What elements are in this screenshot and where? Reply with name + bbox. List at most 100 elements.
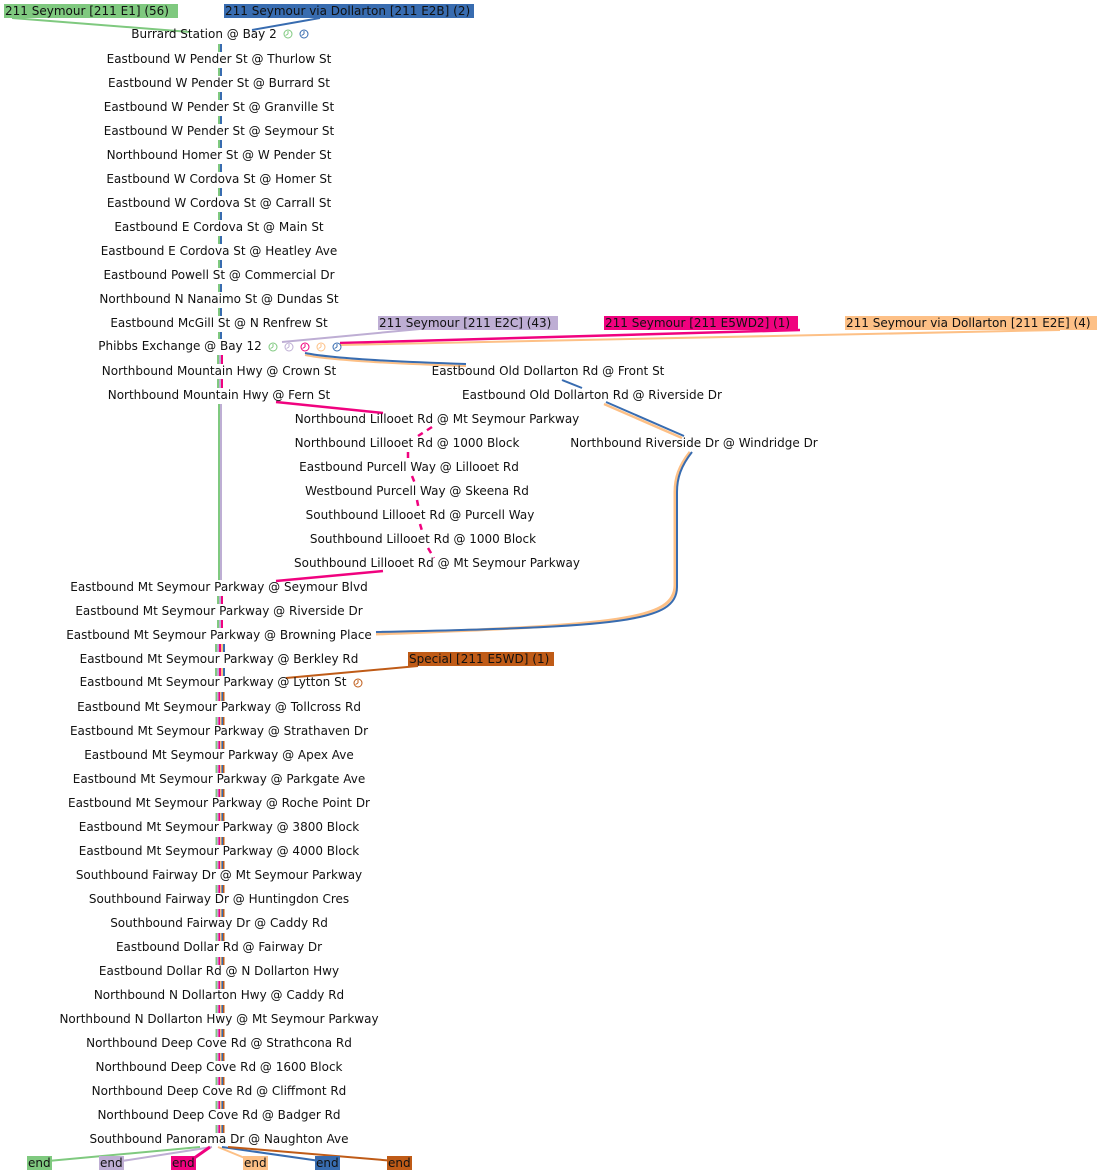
route-segment-e2c — [217, 933, 219, 941]
clock-icon — [284, 342, 294, 352]
route-segment-e5wd — [223, 885, 225, 893]
route-segment-e2b — [221, 1053, 223, 1061]
route-segment-e2c — [219, 596, 221, 604]
route-segment-e5wd — [223, 1101, 225, 1109]
route-segment-e2b — [221, 717, 223, 725]
clock-icon — [316, 342, 326, 352]
route-segment-e2b — [220, 68, 222, 76]
route-segment-e2b — [221, 1125, 223, 1133]
stop-label: Southbound Fairway Dr @ Caddy Rd — [110, 916, 328, 930]
route-segment-e2b — [221, 1029, 223, 1037]
route-segment-e5wd2 — [218, 1005, 220, 1013]
end-badge-e1 — [27, 1156, 52, 1170]
route-segment-e1 — [217, 596, 219, 604]
route-segment-e2c — [219, 379, 221, 388]
stop-label: Eastbound Purcell Way @ Lillooet Rd — [299, 460, 519, 474]
route-segment-e5wd2 — [219, 668, 221, 676]
route-segment-e5wd2 — [218, 765, 220, 773]
route-segment-e5wd2 — [218, 957, 220, 965]
route-segment-e5wd2 — [218, 861, 220, 869]
stop-label: Northbound Homer St @ W Pender St — [107, 148, 332, 162]
stop-label: Northbound N Dollarton Hwy @ Mt Seymour … — [59, 1012, 378, 1026]
route-segment-e1 — [218, 140, 220, 148]
route-segment-e2b — [223, 644, 225, 652]
connector-e2b — [605, 401, 685, 437]
route-segment-e2b — [223, 668, 225, 676]
route-segment-e2c — [217, 1101, 219, 1109]
stop-label: Northbound N Nanaimo St @ Dundas St — [99, 292, 338, 306]
route-segment-e2b — [221, 813, 223, 821]
route-segment-e5wd — [223, 861, 225, 869]
stop-label: Eastbound Powell St @ Commercial Dr — [103, 268, 334, 282]
connector-e5wd — [227, 1146, 396, 1162]
route-segment-e2e — [220, 1005, 222, 1013]
stop-label: Eastbound Mt Seymour Parkway @ Roche Poi… — [68, 796, 370, 810]
route-segment-e5wd — [223, 1077, 225, 1085]
route-segment-e2b — [221, 957, 223, 965]
route-segment-e1 — [218, 404, 220, 580]
route-segment-e5wd2 — [218, 933, 220, 941]
route-segment-e1 — [215, 1005, 217, 1013]
route-segment-e5wd2 — [221, 379, 223, 388]
connector-e2b — [375, 451, 693, 633]
route-segment-e2e — [220, 1053, 222, 1061]
stop-label: Southbound Lillooet Rd @ 1000 Block — [310, 532, 536, 546]
route-segment-e2c — [217, 909, 219, 917]
route-segment-e2c — [217, 957, 219, 965]
stop-label: Eastbound W Pender St @ Burrard St — [108, 76, 330, 90]
route-segment-e1 — [215, 909, 217, 917]
route-segment-e1 — [215, 933, 217, 941]
route-segment-e2e — [221, 668, 223, 676]
route-segment-e2b — [221, 837, 223, 845]
stop-label: Eastbound Mt Seymour Parkway @ Tollcross… — [77, 700, 361, 714]
route-segment-e2e — [220, 741, 222, 749]
route-segment-e1 — [217, 379, 219, 388]
stop-label: Southbound Fairway Dr @ Mt Seymour Parkw… — [76, 868, 362, 882]
connector-e5wd2 — [275, 569, 384, 583]
route-segment-e2c — [217, 717, 219, 725]
stop-label: Eastbound Mt Seymour Parkway @ Berkley R… — [80, 652, 359, 666]
route-segment-e5wd — [223, 981, 225, 989]
route-segment-e1 — [215, 692, 217, 701]
variant-badge-e2c — [378, 316, 558, 330]
connector-e2b — [221, 1146, 321, 1162]
end-label: end — [244, 1156, 267, 1170]
route-segment-e1 — [218, 260, 220, 268]
stop-label: Northbound Mountain Hwy @ Fern St — [108, 388, 331, 402]
route-lines — [215, 44, 225, 1133]
stop-label: Eastbound Old Dollarton Rd @ Front St — [432, 364, 665, 378]
stop-label: Northbound N Dollarton Hwy @ Caddy Rd — [94, 988, 344, 1002]
variant-badge-e2e — [845, 316, 1097, 330]
route-segment-e2b — [221, 933, 223, 941]
route-segment-e5wd2 — [221, 355, 223, 364]
route-segment-e2c — [217, 837, 219, 845]
route-segment-e5wd — [223, 1005, 225, 1013]
route-segment-e2e — [220, 813, 222, 821]
stop-label: Northbound Deep Cove Rd @ 1600 Block — [95, 1060, 342, 1074]
connector-e1 — [47, 1146, 201, 1162]
stop-label: Northbound Deep Cove Rd @ Cliffmont Rd — [92, 1084, 347, 1098]
stop-label: Southbound Lillooet Rd @ Purcell Way — [306, 508, 535, 522]
timepoint-icons — [268, 29, 363, 688]
connector-e1 — [11, 17, 191, 33]
stop-label: Eastbound Mt Seymour Parkway @ Seymour B… — [70, 580, 367, 594]
route-segment-e2b — [221, 861, 223, 869]
route-segment-e2e — [220, 1101, 222, 1109]
route-segment-e2c — [217, 1029, 219, 1037]
route-segment-e1 — [215, 789, 217, 797]
end-label: end — [28, 1156, 51, 1170]
route-segment-e5wd — [223, 909, 225, 917]
stop-label: Eastbound Mt Seymour Parkway @ 3800 Bloc… — [79, 820, 360, 834]
stop-label: Northbound Deep Cove Rd @ Badger Rd — [97, 1108, 340, 1122]
route-segment-e2c — [217, 789, 219, 797]
route-segment-e2e — [220, 933, 222, 941]
route-segment-e5wd2 — [218, 1077, 220, 1085]
route-segment-e5wd2 — [218, 717, 220, 725]
end-badge-e2e — [243, 1156, 268, 1170]
route-segment-e2e — [220, 981, 222, 989]
route-segment-e1 — [217, 355, 219, 364]
stop-label: Eastbound W Cordova St @ Homer St — [106, 172, 332, 186]
route-segment-e5wd — [223, 717, 225, 725]
stop-label: Eastbound Dollar Rd @ N Dollarton Hwy — [99, 964, 339, 978]
end-label: end — [172, 1156, 195, 1170]
